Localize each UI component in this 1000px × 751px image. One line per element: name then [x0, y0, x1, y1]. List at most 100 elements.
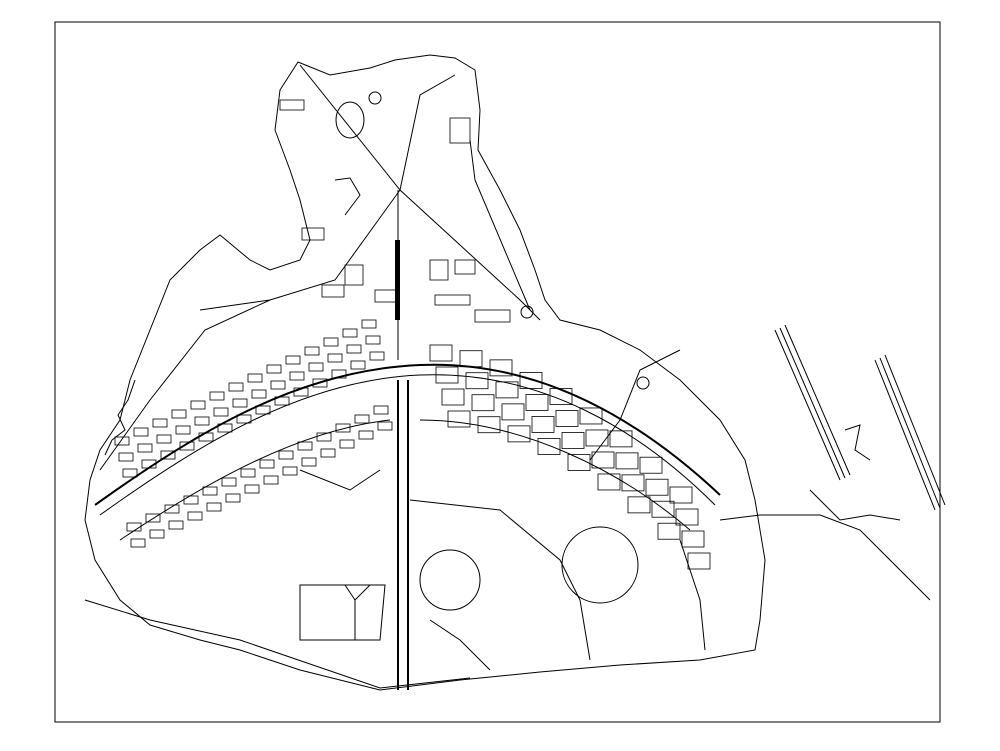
city-block [675, 508, 699, 526]
city-block [179, 441, 195, 451]
city-block [312, 378, 328, 388]
city-block [126, 522, 142, 532]
city-block [350, 360, 366, 370]
city-block [495, 381, 519, 399]
city-block [190, 400, 206, 410]
main-roads [84, 64, 931, 690]
city-block [477, 416, 501, 434]
city-block [149, 529, 165, 539]
city-block [435, 366, 459, 384]
city-block [282, 466, 298, 476]
city-block [255, 405, 271, 415]
city-block [225, 493, 241, 503]
city-block [118, 452, 134, 462]
city-block [459, 350, 483, 368]
city-block [615, 452, 639, 470]
city-block [122, 468, 138, 478]
city-block [289, 371, 305, 381]
city-block [304, 346, 320, 356]
city-block [519, 372, 543, 389]
city-block [130, 538, 146, 548]
city-block [339, 439, 355, 449]
city-block [373, 405, 389, 415]
city-block [377, 421, 393, 431]
city-block [274, 396, 290, 406]
city-block [651, 500, 675, 518]
city-block [114, 436, 130, 446]
city-block [465, 372, 489, 390]
city-block [579, 407, 603, 425]
city-block [221, 477, 237, 487]
city-block [194, 416, 210, 426]
city-block [236, 414, 252, 424]
city-block [346, 344, 362, 354]
city-block [213, 407, 229, 417]
city-block [266, 364, 282, 374]
city-block [361, 319, 377, 329]
city-block [217, 423, 233, 433]
city-block [202, 486, 218, 496]
city-block [164, 504, 180, 514]
city-block [320, 448, 336, 458]
city-block [270, 380, 286, 390]
city-block [160, 450, 176, 460]
city-block [627, 496, 651, 514]
city-block [141, 459, 157, 469]
city-block [669, 486, 693, 504]
city-block [639, 456, 663, 474]
city-block [209, 391, 225, 401]
city-block [133, 427, 149, 437]
city-block [365, 335, 381, 345]
city-block [561, 432, 585, 449]
city-block [489, 359, 513, 377]
city-block [198, 432, 214, 442]
city-block [621, 474, 645, 492]
city-block [247, 373, 263, 383]
city-block [183, 495, 199, 505]
city-block [297, 441, 313, 451]
city-block [175, 425, 191, 435]
city-block [152, 418, 168, 428]
city-block [145, 513, 161, 523]
city-block [278, 450, 294, 460]
city-block [507, 425, 531, 443]
city-block [657, 522, 681, 540]
city-block [342, 328, 358, 338]
city-block [429, 344, 453, 362]
city-block [687, 552, 711, 570]
city-block [369, 351, 385, 361]
city-block [358, 430, 374, 440]
city-block [549, 388, 573, 405]
city-block [591, 451, 615, 469]
city-block [531, 416, 555, 433]
city-block [308, 362, 324, 372]
city-block [263, 475, 279, 485]
city-block [331, 369, 347, 379]
city-block [187, 511, 203, 521]
city-block [471, 394, 495, 412]
coastline [84, 54, 766, 691]
city-block [441, 388, 465, 406]
city-block [251, 389, 267, 399]
city-block [293, 387, 309, 397]
city-block [156, 434, 172, 444]
city-block [171, 409, 187, 419]
city-block [323, 337, 339, 347]
runways [774, 324, 946, 521]
city-block [327, 353, 343, 363]
city-block [645, 478, 669, 496]
city-block [244, 484, 260, 494]
city-block [137, 443, 153, 453]
city-block [354, 414, 370, 424]
city-block [168, 520, 184, 530]
city-block [555, 410, 579, 427]
city-block [240, 468, 256, 478]
city-block [447, 410, 471, 428]
drawing-frame [54, 21, 941, 723]
city-block [585, 429, 609, 447]
city-blocks [114, 319, 711, 570]
central-buildings [279, 91, 650, 390]
city-block [206, 502, 222, 512]
city-block [681, 530, 705, 548]
city-block [301, 457, 317, 467]
